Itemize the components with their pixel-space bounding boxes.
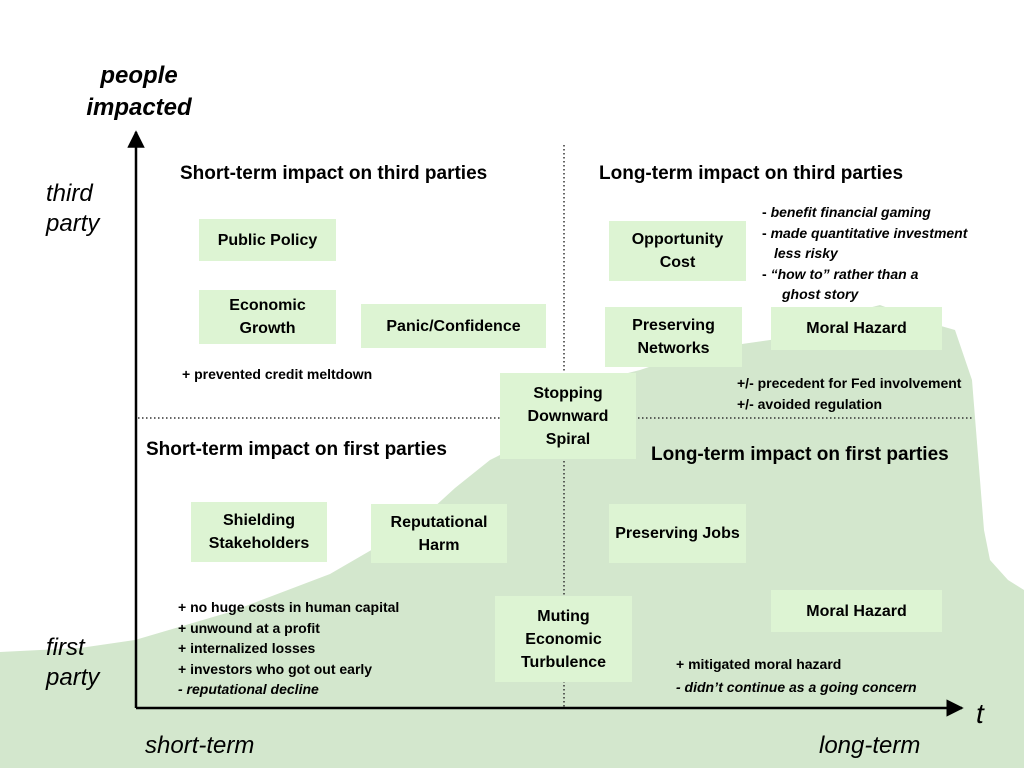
note-item: - made quantitative investment (762, 224, 968, 241)
box-panic-confidence: Panic/Confidence (361, 304, 546, 348)
x-axis-symbol: t (976, 698, 984, 729)
note-item: less risky (774, 245, 838, 261)
note-item: + investors who got out early (178, 660, 373, 677)
box-opportunity-cost: Opportunity Cost (609, 221, 746, 281)
box-muting-economic-turbulence: Muting Economic Turbulence (495, 596, 632, 682)
box-shielding-stakeholders: Shielding Stakeholders (191, 502, 327, 562)
note-item: +/- avoided regulation (737, 395, 883, 412)
box-economic-growth: Economic Growth (199, 290, 336, 344)
note-item: - reputational decline (178, 681, 319, 697)
short-term-label: short-term (145, 732, 255, 759)
note-item: + mitigated moral hazard (676, 656, 842, 672)
y-axis-title: people impacted (64, 60, 214, 124)
note-item: - didn’t continue as a going concern (676, 678, 917, 695)
note-item: + internalized losses (178, 640, 316, 656)
box-moral-hazard-top: Moral Hazard (771, 307, 942, 350)
first-party-label: first party (46, 634, 100, 691)
box-reputational-harm: Reputational Harm (371, 504, 507, 563)
shaded-impact-area (0, 305, 1024, 768)
note-prevented: + prevented credit meltdown (182, 366, 373, 382)
box-preserving-jobs: Preserving Jobs (609, 504, 746, 563)
long-term-label: long-term (819, 732, 921, 759)
box-public-policy: Public Policy (199, 219, 336, 261)
third-party-label: third party (46, 180, 100, 237)
note-item: + unwound at a profit (178, 619, 320, 636)
note-item: - “how to” rather than a (762, 265, 919, 282)
quadrant-title-bottom-left: Short-term impact on first parties (146, 439, 447, 460)
notes-top-right: - benefit financial gaming - made quanti… (762, 202, 967, 305)
box-moral-hazard-bottom: Moral Hazard (771, 590, 942, 632)
notes-fed: +/- precedent for Fed involvement +/- av… (737, 373, 961, 414)
box-stopping-downward-spiral: Stopping Downward Spiral (500, 373, 636, 459)
quadrant-title-top-right: Long-term impact on third parties (599, 163, 904, 184)
notes-bottom-left: + no huge costs in human capital + unwou… (178, 597, 399, 700)
box-preserving-networks: Preserving Networks (605, 307, 742, 367)
note-item: - benefit financial gaming (762, 204, 931, 220)
y-axis-title-line: impacted (86, 94, 192, 121)
y-axis-title-line: people (100, 62, 178, 89)
note-item: + no huge costs in human capital (178, 599, 400, 615)
notes-bottom-right: + mitigated moral hazard - didn’t contin… (676, 654, 917, 697)
note-item: ghost story (782, 286, 859, 302)
quadrant-title-top-left: Short-term impact on third parties (180, 163, 488, 184)
note-item: +/- precedent for Fed involvement (737, 375, 962, 391)
quadrant-title-bottom-right: Long-term impact on first parties (651, 444, 949, 465)
